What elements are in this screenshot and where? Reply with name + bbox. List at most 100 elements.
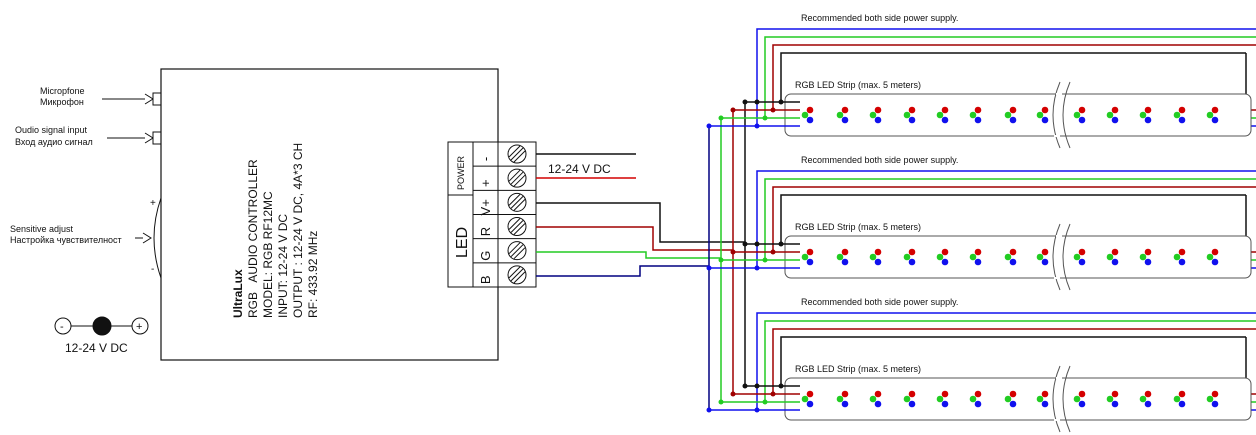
- rgb-led: [1206, 390, 1219, 408]
- led-green-dot: [1173, 111, 1181, 119]
- return-wire: [772, 44, 1256, 110]
- led-blue-dot: [1009, 258, 1017, 266]
- screw-slot: [508, 169, 521, 182]
- terminal-pins: -+V+RGB: [473, 141, 536, 285]
- rgb-led: [836, 106, 849, 124]
- led-red-dot: [974, 248, 982, 256]
- led-blue-dot: [874, 116, 882, 124]
- led-blue-dot: [1178, 258, 1186, 266]
- led-red-dot: [1078, 106, 1086, 114]
- rgb-led: [1139, 248, 1152, 266]
- rgb-led: [1106, 248, 1119, 266]
- dc-plus-sign: +: [136, 321, 142, 333]
- svg-text:12-24 V DC: 12-24 V DC: [548, 162, 611, 176]
- junction-dot: [754, 99, 760, 105]
- svg-text:LED: LED: [454, 227, 471, 258]
- svg-text:POWER: POWER: [456, 155, 466, 190]
- rgb-led: [969, 390, 982, 408]
- junction-dot: [762, 399, 768, 405]
- controller-line-5: RF: 433.92 MHz: [306, 231, 320, 318]
- led-green-dot: [836, 111, 844, 119]
- junction-dot: [762, 257, 768, 263]
- led-green-dot: [1004, 395, 1012, 403]
- rgb-led: [1139, 106, 1152, 124]
- led-red-dot: [941, 248, 949, 256]
- led-red-dot: [874, 390, 882, 398]
- led-green-dot: [1073, 253, 1081, 261]
- led-blue-dot: [1211, 258, 1219, 266]
- led-green-dot: [903, 111, 911, 119]
- led-blue-dot: [908, 116, 916, 124]
- rgb-led: [1004, 106, 1017, 124]
- screw-slot: [510, 220, 524, 233]
- led-green-dot: [969, 111, 977, 119]
- junction-dot: [730, 391, 736, 397]
- rgb-led: [1004, 390, 1017, 408]
- led-green-dot: [936, 395, 944, 403]
- rgb-led: [801, 106, 814, 124]
- junction-dot: [706, 123, 712, 129]
- led-blue-dot: [1009, 116, 1017, 124]
- svg-text:12-24 V DC: 12-24 V DC: [65, 341, 128, 355]
- svg-text:Micropfone: Micropfone: [40, 86, 85, 96]
- svg-text:+: +: [136, 321, 142, 333]
- junction-dot: [718, 257, 724, 263]
- led-red-dot: [1211, 248, 1219, 256]
- led-red-dot: [1111, 390, 1119, 398]
- svg-text:RGB AUDIO CONTROLLER: RGB AUDIO CONTROLLER: [246, 159, 260, 318]
- sens-minus: -: [151, 264, 154, 275]
- controller-box: UltraLux RGB AUDIO CONTROLLER MODEL: RGB…: [160, 68, 499, 361]
- controller-brand: UltraLux: [231, 269, 245, 318]
- sens-label-en: Sensitive adjust: [10, 224, 74, 234]
- pin-label-2: +: [478, 179, 493, 187]
- rgb-led: [1073, 248, 1086, 266]
- led-blue-dot: [908, 400, 916, 408]
- led-blue-dot: [974, 400, 982, 408]
- rgb-led: [869, 248, 882, 266]
- led-red-dot: [1211, 106, 1219, 114]
- led-green-dot: [1139, 395, 1147, 403]
- red-wire: [536, 226, 733, 251]
- led-green-dot: [903, 395, 911, 403]
- junction-dot: [742, 99, 748, 105]
- svg-text:RF: 433.92 MHz: RF: 433.92 MHz: [306, 231, 320, 318]
- led-red-dot: [1178, 390, 1186, 398]
- led-blue-dot: [1211, 116, 1219, 124]
- screw-slot: [508, 242, 521, 255]
- screw-slot: [510, 171, 524, 185]
- led-red-dot: [908, 106, 916, 114]
- led-red-dot: [908, 248, 916, 256]
- rgb-led: [1106, 106, 1119, 124]
- potentiometer-arc: [153, 197, 162, 279]
- dc-minus-terminal: [54, 317, 72, 335]
- dc-jack-label: 12-24 V DC: [65, 341, 128, 355]
- led-blue-dot: [806, 116, 814, 124]
- junction-dot: [778, 99, 784, 105]
- led-blue-dot: [1111, 258, 1119, 266]
- led-green-dot: [801, 111, 809, 119]
- controller-outline: [160, 68, 499, 361]
- led-green-dot: [801, 395, 809, 403]
- rgb-led: [801, 390, 814, 408]
- rgb-led: [1173, 390, 1186, 408]
- return-wire: [780, 336, 1246, 386]
- led-blue-dot: [1144, 116, 1152, 124]
- break-gap: [1056, 93, 1062, 95]
- junction-dot: [730, 107, 736, 113]
- led-green-dot: [1036, 395, 1044, 403]
- rgb-led: [836, 248, 849, 266]
- return-wire: [756, 170, 1256, 268]
- led-blue-dot: [1078, 116, 1086, 124]
- strip-break-line: [1062, 223, 1071, 291]
- led-red-dot: [841, 248, 849, 256]
- led-green-dot: [1173, 253, 1181, 261]
- sens-arrow-icon: [142, 232, 152, 244]
- green-wire: [536, 251, 721, 259]
- rgb-led: [801, 248, 814, 266]
- rgb-led: [1173, 106, 1186, 124]
- led-red-dot: [806, 106, 814, 114]
- led-red-dot: [1009, 106, 1017, 114]
- controller-line-1: RGB AUDIO CONTROLLER: [246, 159, 260, 318]
- led-blue-dot: [841, 400, 849, 408]
- audio-arrow-icon: [144, 132, 154, 144]
